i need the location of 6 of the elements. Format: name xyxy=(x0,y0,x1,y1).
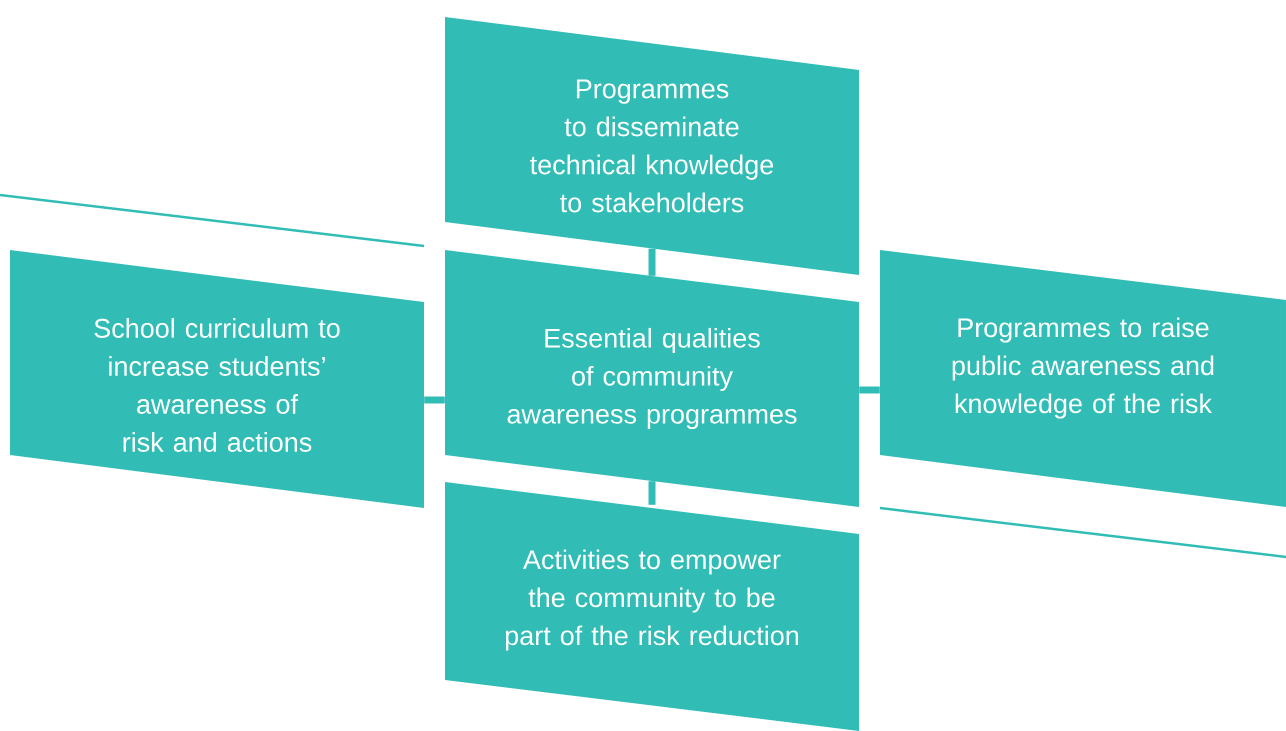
skewed-box: School curriculum to increase students’ awareness of risk and actions xyxy=(10,250,424,508)
skewed-box: Programmes to raise public awareness and knowledge of the risk xyxy=(880,250,1286,507)
skewed-box: Programmes to disseminate technical knowledge to stakeholders xyxy=(445,17,859,275)
skewed-box: Essential qualities of community awareness programmes xyxy=(445,250,859,507)
connector xyxy=(648,248,656,276)
skewed-box: Activities to empower the community to be part of the risk reduction xyxy=(445,482,859,731)
